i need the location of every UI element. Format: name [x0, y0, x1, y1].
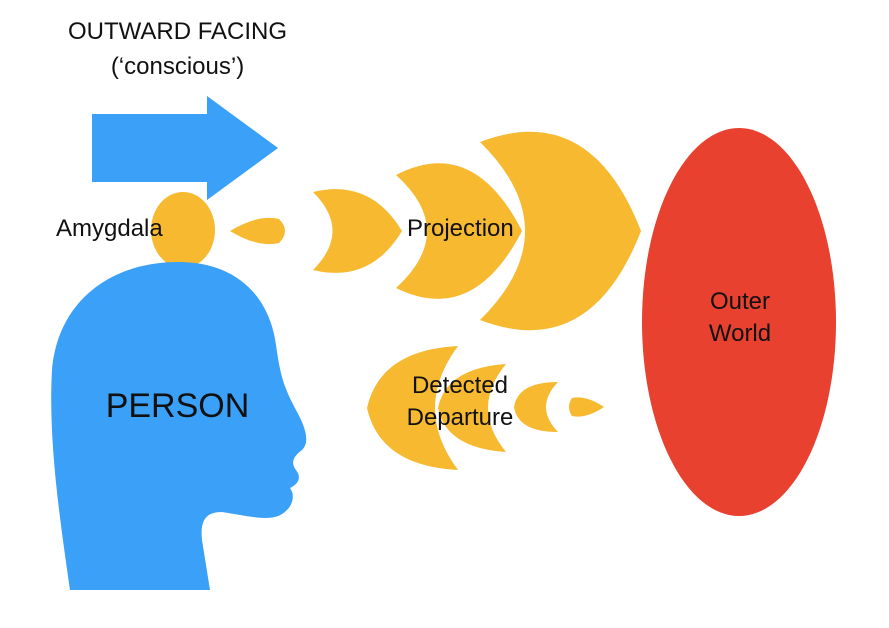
amygdala-label: Amygdala [56, 215, 163, 242]
projection-wave-4 [480, 131, 641, 331]
projection-wave-2 [313, 189, 402, 273]
outer-label-line-2: World [708, 320, 772, 347]
departure-wave-2 [514, 382, 558, 432]
outer-label-line-1: Outer [709, 288, 771, 315]
projection-wave-1 [230, 217, 285, 245]
projection-wave-3 [396, 163, 522, 299]
outer-world-label: Outer World [660, 286, 820, 350]
person-label: PERSON [105, 387, 250, 425]
departure-wave-4 [367, 346, 458, 470]
head-silhouette-icon [51, 262, 307, 590]
detected-label-line-2: Departure [406, 404, 514, 431]
detected-label-line-1: Detected [411, 372, 509, 399]
departure-wave-1 [569, 397, 604, 417]
outer-world-ellipse [642, 128, 836, 516]
title-line-2: (‘conscious’) [110, 53, 245, 80]
projection-label: Projection [407, 215, 514, 242]
amygdala-circle [151, 192, 215, 268]
departure-wave-3 [438, 364, 506, 452]
right-arrow-icon [92, 96, 278, 200]
title-line-1: OUTWARD FACING [67, 18, 288, 45]
detected-departure-label: Detected Departure [360, 370, 560, 434]
